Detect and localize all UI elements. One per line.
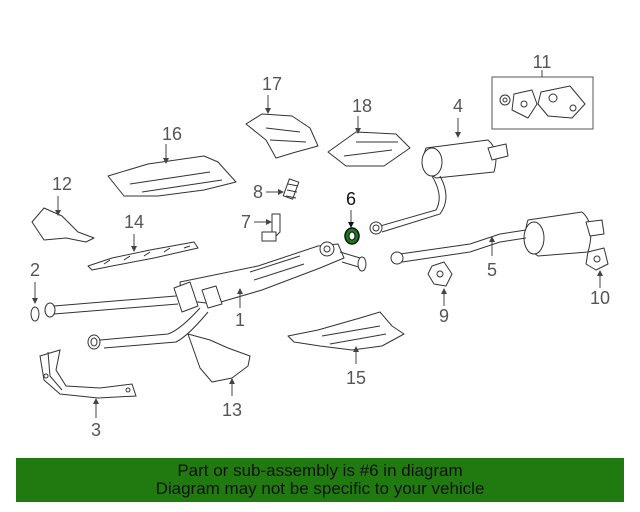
callout-1: 1: [235, 310, 245, 330]
part-4-muffler[interactable]: [369, 139, 509, 235]
arrow-10: [597, 270, 603, 276]
arrow-7: [266, 219, 272, 225]
callout-16: 16: [162, 124, 182, 144]
part-14-teeth: [103, 245, 191, 265]
part-12-heat-shield[interactable]: [31, 207, 95, 243]
part-16-ribs: [129, 171, 223, 193]
part-3-support-bracket[interactable]: [39, 349, 137, 399]
part-18-ribs: [343, 141, 398, 157]
arrow-12: [55, 210, 61, 216]
callout-11: 11: [533, 52, 552, 72]
banner-line-2: Diagram may not be specific to your vehi…: [155, 479, 485, 498]
callout-4: 4: [453, 96, 463, 116]
callout-13: 13: [222, 400, 242, 420]
callout-10: 10: [590, 288, 610, 308]
part-8-stud[interactable]: [282, 178, 300, 200]
callout-7: 7: [241, 212, 251, 232]
banner-line-1: Part or sub-assembly is #6 in diagram: [177, 461, 463, 480]
callout-2: 2: [30, 260, 40, 280]
callout-8: 8: [253, 182, 263, 202]
callout-15: 15: [346, 368, 366, 388]
callout-17: 17: [262, 74, 282, 94]
part-15-floor-heat-shield[interactable]: [287, 311, 405, 351]
arrow-16: [163, 158, 169, 164]
callout-3: 3: [91, 420, 101, 440]
part-9-hanger[interactable]: [427, 261, 453, 287]
part-2-gasket-ring[interactable]: [30, 306, 40, 322]
arrow-17: [265, 108, 271, 114]
callout-6: 6: [346, 189, 356, 209]
arrow-6: [348, 222, 354, 228]
arrow-18: [355, 128, 361, 134]
part-16-heat-shield[interactable]: [107, 155, 237, 197]
callout-9: 9: [439, 306, 449, 326]
callout-18: 18: [352, 96, 372, 116]
part-17-heat-shield[interactable]: [245, 113, 319, 159]
part-17-ribs: [265, 127, 307, 143]
arrow-1: [237, 288, 243, 294]
arrow-13: [229, 378, 235, 384]
arrow-9: [441, 288, 447, 294]
part-7-bolt[interactable]: [261, 213, 281, 242]
arrow-5: [489, 236, 495, 242]
part-14-gasket-strip[interactable]: [87, 241, 199, 271]
callout-14: 14: [124, 212, 144, 232]
arrow-8: [278, 189, 284, 195]
part-11-bracket-kit[interactable]: [491, 76, 594, 130]
callout-12: 12: [52, 174, 72, 194]
arrow-3: [93, 398, 99, 404]
part-10-hanger[interactable]: [585, 247, 609, 271]
arrow-2: [32, 298, 38, 304]
arrow-15: [353, 346, 359, 352]
callout-5: 5: [487, 260, 497, 280]
part-13-heat-shield[interactable]: [187, 333, 251, 383]
part-5-rear-muffler[interactable]: [390, 211, 605, 265]
part-18-heat-shield[interactable]: [327, 131, 411, 167]
arrow-14: [131, 246, 137, 252]
info-banner: Part or sub-assembly is #6 in diagram Di…: [16, 458, 624, 502]
part-1-front-pipe-assembly[interactable]: [44, 241, 367, 350]
arrow-4: [455, 132, 461, 138]
part-6-gasket[interactable]: [344, 227, 360, 245]
part-15-ribs: [321, 325, 387, 345]
